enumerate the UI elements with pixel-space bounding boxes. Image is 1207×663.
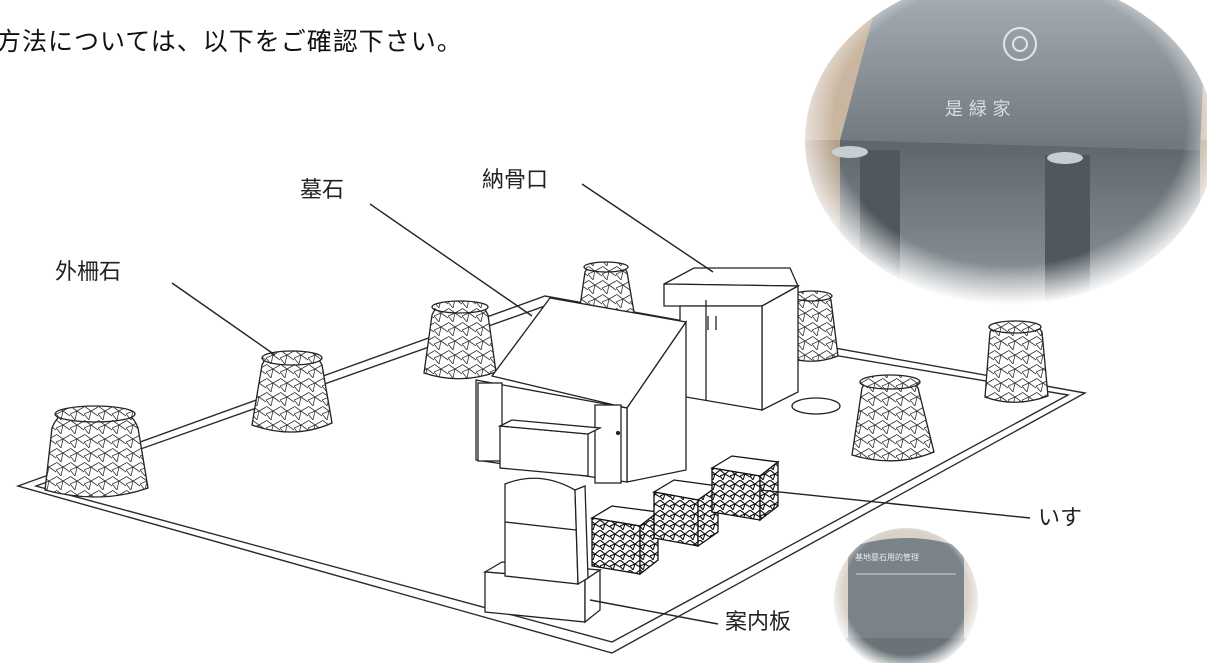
label-ossuary-opening: 納骨口: [482, 168, 549, 193]
chair: [710, 455, 780, 522]
ossuary-cabinet: [663, 267, 801, 412]
leader-line-ossuary-opening: [581, 183, 714, 273]
outer-fence-stone: [423, 300, 497, 380]
info-board: [482, 477, 602, 624]
tombstone-photo: 是 緑 家: [800, 0, 1207, 310]
label-chairs: いす: [1038, 506, 1083, 531]
outer-fence-stone: [578, 261, 635, 318]
outer-fence-stone: [786, 290, 839, 362]
plot-ground: [15, 295, 1088, 654]
outer-fence-stone: [44, 405, 149, 498]
outer-fence-stone: [984, 320, 1049, 403]
outer-fence-stone: [851, 374, 935, 462]
chair: [652, 479, 720, 548]
info-board-photo: 基地墓石用的管理: [830, 528, 985, 663]
label-tombstone: 墓石: [300, 178, 345, 203]
tombstone-photo-inscription: 是 緑 家: [945, 99, 1010, 120]
intro-text: 方法については、以下をご確認下さい。: [0, 27, 463, 56]
leader-line-chairs: [759, 489, 1031, 519]
label-info-board: 案内板: [725, 610, 792, 635]
leader-line-outer-fence-stone: [171, 282, 276, 356]
tombstone: [475, 297, 688, 484]
leader-lines: [171, 183, 1031, 625]
outer-fence-stone: [251, 350, 333, 433]
leader-line-tombstone: [369, 203, 533, 317]
info-board-photo-heading: 基地墓石用的管理: [855, 552, 919, 562]
chair: [590, 505, 660, 576]
ossuary-lid-circle: [791, 397, 841, 415]
leader-line-info-board: [589, 599, 719, 625]
label-outer-fence-stone: 外柵石: [55, 260, 122, 285]
